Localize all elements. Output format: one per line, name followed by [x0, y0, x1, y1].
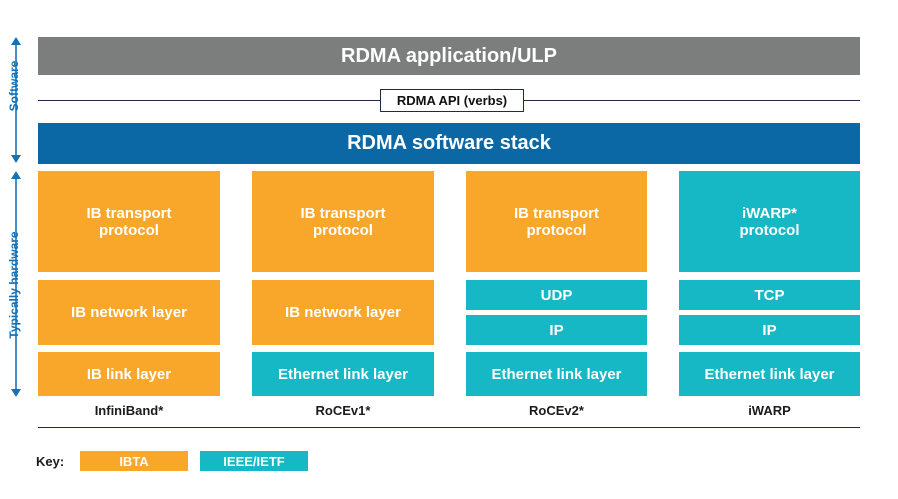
rocev1-transport-box: IB transport protocol [252, 171, 434, 272]
hardware-label: Typically hardware [7, 231, 21, 339]
rocev2-ip-box: IP [466, 315, 647, 345]
rocev2-udp-box: UDP [466, 280, 647, 310]
rocev1-stack-label: RoCEv1* [315, 403, 371, 418]
rdma-application-bar: RDMA application/ULP [38, 37, 860, 75]
infiniband-stack-label: InfiniBand* [94, 403, 164, 418]
key-label: Key: [36, 454, 65, 469]
api-line-left [38, 100, 380, 101]
rocev1-network-box: IB network layer [252, 280, 434, 345]
iwarp-ip-box: IP [679, 315, 860, 345]
hardware-range-arrow [11, 171, 21, 397]
iwarp-transport-box: iWARP* protocol [679, 171, 860, 272]
key-ieee-ietf-swatch: IEEE/IETF [200, 451, 308, 471]
rdma-api-box: RDMA API (verbs) [380, 89, 524, 112]
rocev2-stack-label: RoCEv2* [529, 403, 584, 418]
software-range-arrow [11, 37, 21, 163]
iwarp-link-box: Ethernet link layer [679, 352, 860, 396]
rocev2-transport-box: IB transport protocol [466, 171, 647, 272]
infiniband-link-box: IB link layer [38, 352, 220, 396]
rocev1-link-box: Ethernet link layer [252, 352, 434, 396]
software-label: Software [7, 60, 21, 112]
rocev2-link-box: Ethernet link layer [466, 352, 647, 396]
rdma-software-stack-bar: RDMA software stack [38, 123, 860, 164]
infiniband-network-box: IB network layer [38, 280, 220, 345]
api-line-right [524, 100, 860, 101]
iwarp-tcp-box: TCP [679, 280, 860, 310]
key-ibta-swatch: IBTA [80, 451, 188, 471]
bottom-divider [38, 427, 860, 428]
iwarp-stack-label: iWARP [748, 403, 791, 418]
infiniband-transport-box: IB transport protocol [38, 171, 220, 272]
